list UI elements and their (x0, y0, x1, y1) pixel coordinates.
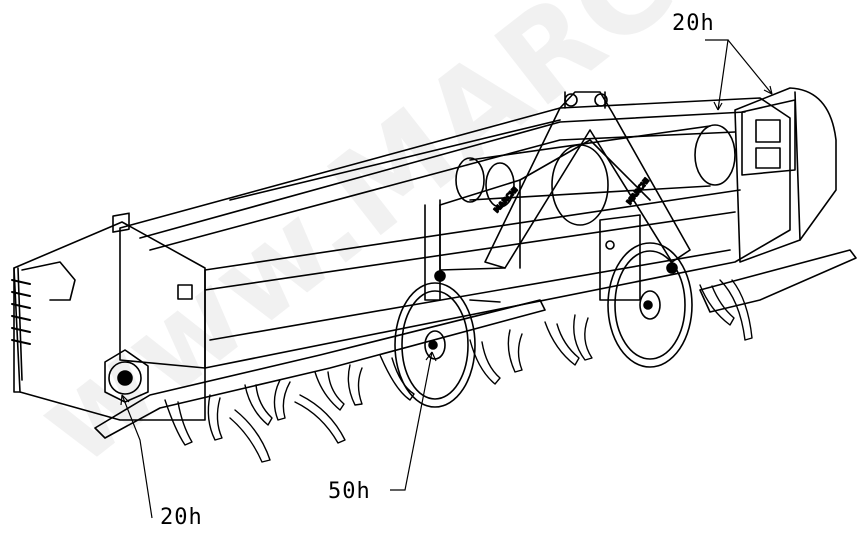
leader-bottom-center (390, 351, 433, 491)
label-50h-bottom-center: 50h (328, 479, 371, 504)
left-plate-slot-1 (112, 212, 130, 233)
drive-shaft-cylinder (694, 124, 736, 186)
right-gear-housing (734, 87, 837, 263)
left-skid (94, 299, 546, 439)
leader-top-right-b (727, 39, 773, 95)
right-skid (699, 249, 857, 313)
label-20h-top-right: 20h (672, 11, 715, 36)
leader-lines (120, 39, 773, 519)
leader-bottom-left (121, 394, 153, 519)
hitch-tower (484, 91, 691, 269)
depth-wheel-right (607, 242, 693, 368)
label-20h-bottom-left: 20h (160, 505, 203, 529)
left-bearing (108, 361, 142, 395)
depth-wheel-left (394, 282, 476, 408)
tiller-body: MARCHI MARCHI (11, 87, 857, 463)
rotor-tines (164, 279, 753, 463)
left-plate-slot-2 (177, 284, 193, 300)
main-hood (119, 97, 791, 369)
